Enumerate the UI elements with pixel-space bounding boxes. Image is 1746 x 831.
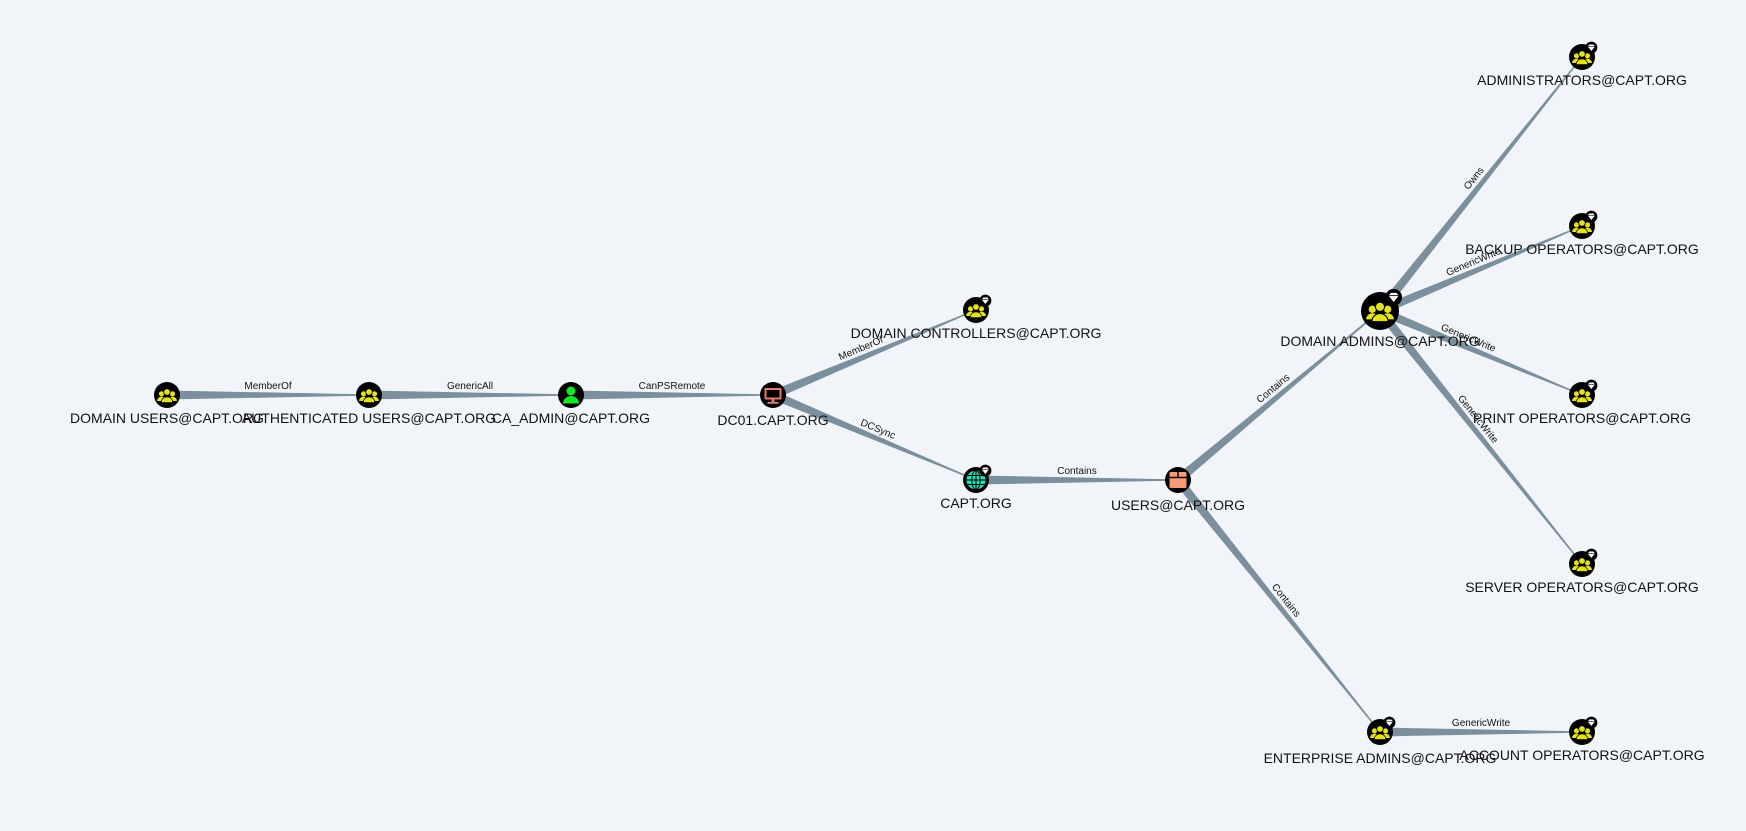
edge-label: CanPSRemote xyxy=(639,381,706,392)
edge-genericall[interactable]: GenericAll xyxy=(369,381,571,400)
node-users[interactable]: USERS@CAPT.ORG xyxy=(1111,467,1245,513)
node-label: AUTHENTICATED USERS@CAPT.ORG xyxy=(242,410,496,426)
edge-line[interactable] xyxy=(1376,56,1583,314)
edge-line[interactable] xyxy=(771,390,977,481)
edge-label: MemberOf xyxy=(244,381,291,392)
group-icon xyxy=(1572,50,1592,65)
edge-line[interactable] xyxy=(369,390,571,400)
edge-memberof[interactable]: MemberOf xyxy=(771,309,977,400)
node-capt[interactable]: CAPT.ORG xyxy=(940,464,1012,511)
user-icon xyxy=(563,386,579,404)
edge-contains[interactable]: Contains xyxy=(1174,477,1381,733)
node-label: DOMAIN USERS@CAPT.ORG xyxy=(70,410,264,426)
edge-line[interactable] xyxy=(976,475,1178,485)
node-print-operators[interactable]: PRINT OPERATORS@CAPT.ORG xyxy=(1473,379,1691,426)
group-icon xyxy=(359,388,379,403)
edge-line[interactable] xyxy=(571,390,773,400)
edge-line[interactable] xyxy=(1380,727,1582,737)
edge-line[interactable] xyxy=(167,390,369,400)
high-value-gem-icon xyxy=(1383,716,1396,729)
box-icon xyxy=(1169,472,1187,488)
edge-owns[interactable]: Owns xyxy=(1376,56,1583,314)
node-label: ENTERPRISE ADMINS@CAPT.ORG xyxy=(1264,750,1497,766)
high-value-gem-icon xyxy=(1385,288,1403,306)
edge-line[interactable] xyxy=(771,309,977,400)
high-value-gem-icon xyxy=(979,464,992,477)
group-icon xyxy=(1572,725,1592,740)
node-label: SERVER OPERATORS@CAPT.ORG xyxy=(1465,579,1699,595)
edge-label: Contains xyxy=(1057,466,1096,477)
node-label: DOMAIN ADMINS@CAPT.ORG xyxy=(1280,333,1479,349)
group-icon xyxy=(1572,219,1592,234)
high-value-gem-icon xyxy=(1585,548,1598,561)
edge-genericwrite[interactable]: GenericWrite xyxy=(1380,718,1582,737)
node-domain-users[interactable]: DOMAIN USERS@CAPT.ORG xyxy=(70,382,264,426)
edge-label: GenericWrite xyxy=(1452,718,1511,729)
node-auth-users[interactable]: AUTHENTICATED USERS@CAPT.ORG xyxy=(242,382,496,426)
node-label: DC01.CAPT.ORG xyxy=(717,412,828,428)
group-icon xyxy=(1572,388,1592,403)
node-enterprise-admins[interactable]: ENTERPRISE ADMINS@CAPT.ORG xyxy=(1264,716,1497,766)
high-value-gem-icon xyxy=(1585,41,1598,54)
group-icon xyxy=(1572,557,1592,572)
node-label: USERS@CAPT.ORG xyxy=(1111,497,1245,513)
edge-line[interactable] xyxy=(1378,306,1583,396)
node-label: ADMINISTRATORS@CAPT.ORG xyxy=(1477,72,1687,88)
high-value-gem-icon xyxy=(979,294,992,307)
group-icon xyxy=(1366,301,1394,323)
group-icon xyxy=(157,388,177,403)
node-dc01[interactable]: DC01.CAPT.ORG xyxy=(717,382,829,428)
node-domain-admins[interactable]: DOMAIN ADMINS@CAPT.ORG xyxy=(1280,288,1480,349)
high-value-gem-icon xyxy=(1585,210,1598,223)
edge-label: GenericAll xyxy=(447,381,493,392)
node-server-operators[interactable]: SERVER OPERATORS@CAPT.ORG xyxy=(1465,548,1699,595)
node-label: CA_ADMIN@CAPT.ORG xyxy=(492,410,650,426)
node-ca-admin[interactable]: CA_ADMIN@CAPT.ORG xyxy=(492,382,650,426)
node-domain-controllers[interactable]: DOMAIN CONTROLLERS@CAPT.ORG xyxy=(851,294,1102,341)
edge-dcsync[interactable]: DCSync xyxy=(771,390,977,481)
edge-line[interactable] xyxy=(1174,477,1381,733)
globe-icon xyxy=(966,469,986,491)
high-value-gem-icon xyxy=(1585,716,1598,729)
node-label: PRINT OPERATORS@CAPT.ORG xyxy=(1473,410,1691,426)
group-icon xyxy=(1370,725,1390,740)
computer-icon xyxy=(764,388,782,404)
node-label: CAPT.ORG xyxy=(940,495,1012,511)
node-administrators[interactable]: ADMINISTRATORS@CAPT.ORG xyxy=(1477,41,1687,88)
edge-memberof[interactable]: MemberOf xyxy=(167,381,369,400)
group-icon xyxy=(966,303,986,318)
node-backup-operators[interactable]: BACKUP OPERATORS@CAPT.ORG xyxy=(1465,210,1699,257)
edge-line[interactable] xyxy=(1378,225,1583,316)
node-label: ACCOUNT OPERATORS@CAPT.ORG xyxy=(1459,747,1704,763)
edge-line[interactable] xyxy=(1175,310,1381,484)
edge-canpsremote[interactable]: CanPSRemote xyxy=(571,381,773,400)
node-label: BACKUP OPERATORS@CAPT.ORG xyxy=(1465,241,1699,257)
edge-contains[interactable]: Contains xyxy=(976,466,1178,485)
edge-line[interactable] xyxy=(1376,308,1583,565)
high-value-gem-icon xyxy=(1585,379,1598,392)
node-label: DOMAIN CONTROLLERS@CAPT.ORG xyxy=(851,325,1102,341)
node-account-operators[interactable]: ACCOUNT OPERATORS@CAPT.ORG xyxy=(1459,716,1705,763)
